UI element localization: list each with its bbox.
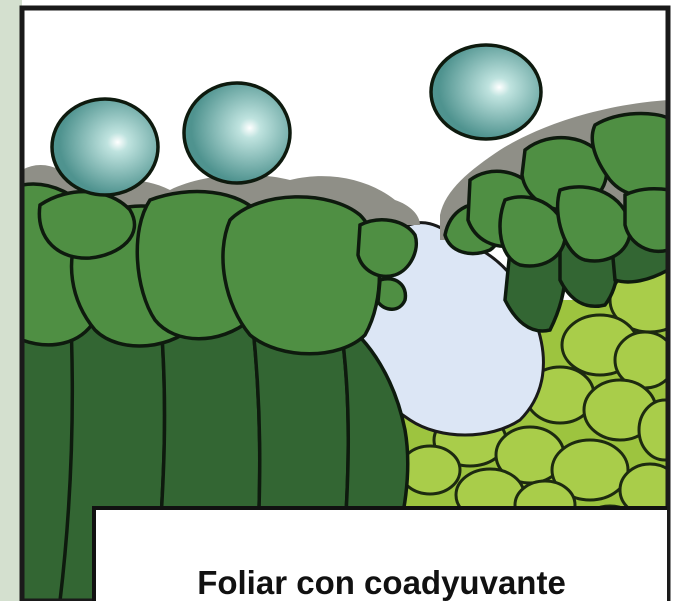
- background-panel: [0, 0, 22, 601]
- caption-label: Foliar con coadyuvante: [96, 564, 667, 602]
- water-droplet-icon: [431, 45, 541, 139]
- water-droplet-icon: [52, 99, 158, 195]
- water-droplet-icon: [184, 83, 290, 183]
- caption-box: Foliar con coadyuvante: [92, 506, 667, 601]
